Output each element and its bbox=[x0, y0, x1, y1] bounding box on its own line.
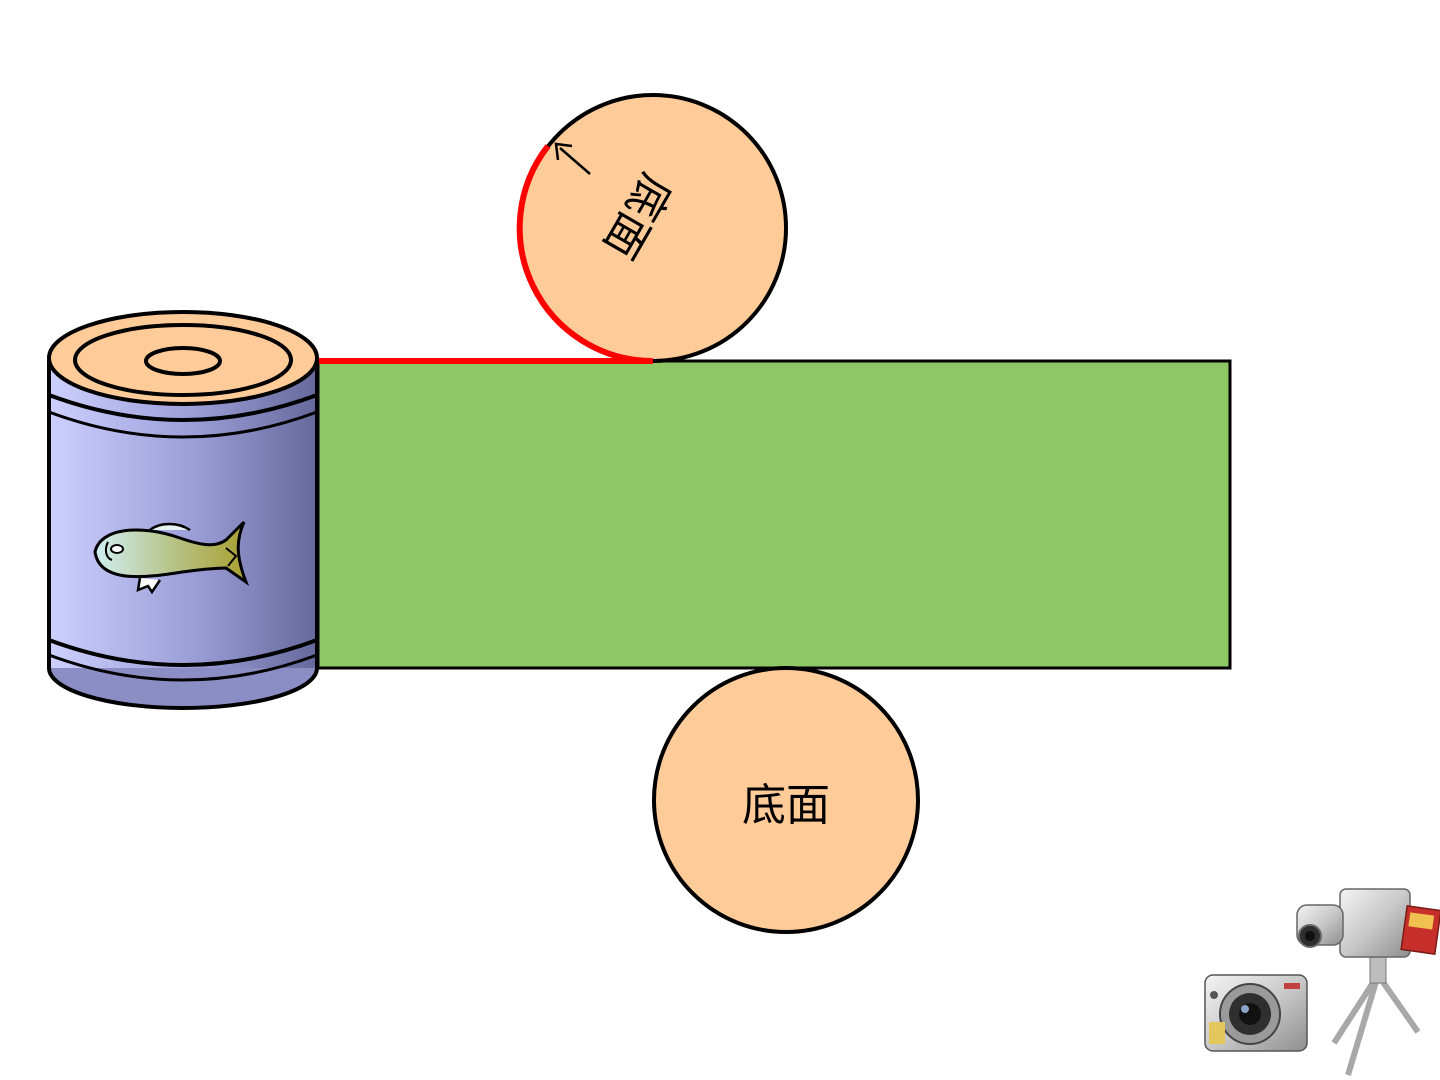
video-camera-on-tripod-icon bbox=[1296, 888, 1440, 1076]
bottom-base-circle: 底面 bbox=[652, 666, 920, 934]
can-lid bbox=[47, 310, 319, 406]
bottom-base-label: 底面 bbox=[742, 780, 830, 831]
lateral-surface-rectangle bbox=[316, 359, 1232, 670]
fish-can-cylinder bbox=[47, 310, 319, 710]
fish-icon bbox=[93, 520, 250, 595]
digital-camera-icon bbox=[1204, 974, 1308, 1052]
rolled-edge-arc bbox=[516, 144, 654, 365]
top-base-circle: 底面 bbox=[516, 93, 788, 365]
arrow-icon bbox=[554, 142, 591, 175]
